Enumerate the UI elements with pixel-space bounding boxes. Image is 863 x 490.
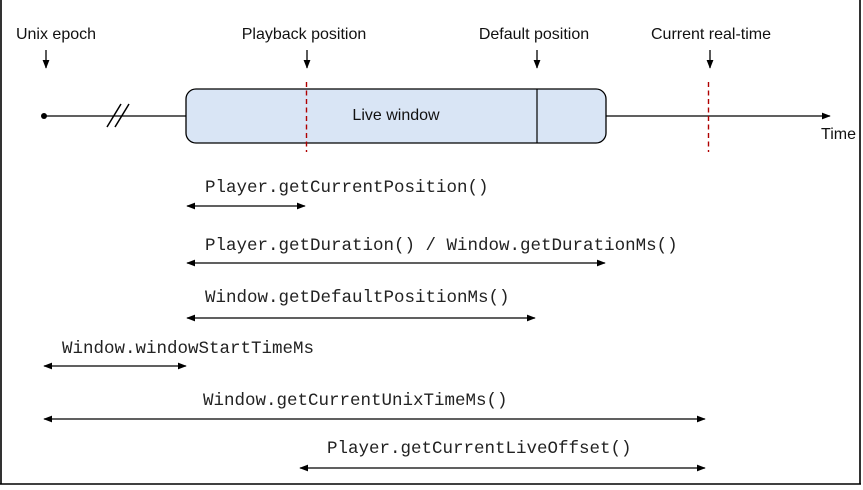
- api-label-default-position: Window.getDefaultPositionMs(): [205, 288, 510, 308]
- api-label-current-unix-time: Window.getCurrentUnixTimeMs(): [203, 391, 508, 411]
- axis-break-icon: [106, 103, 130, 128]
- api-label-window-start-time: Window.windowStartTimeMs: [62, 339, 315, 359]
- unix-epoch-label: Unix epoch: [15, 26, 97, 43]
- api-label-current-live-offset: Player.getCurrentLiveOffset(): [327, 439, 632, 459]
- axis-origin-dot: [41, 113, 47, 119]
- playback-position-label: Playback position: [241, 26, 367, 43]
- live-window-label: Live window: [352, 107, 440, 124]
- current-realtime-label: Current real-time: [650, 26, 772, 43]
- live-window-box: [185, 88, 607, 144]
- api-label-current-position: Player.getCurrentPosition(): [205, 178, 489, 198]
- default-position-label: Default position: [478, 26, 590, 43]
- api-label-duration: Player.getDuration() / Window.getDuratio…: [205, 236, 678, 256]
- time-axis-label: Time: [821, 126, 856, 143]
